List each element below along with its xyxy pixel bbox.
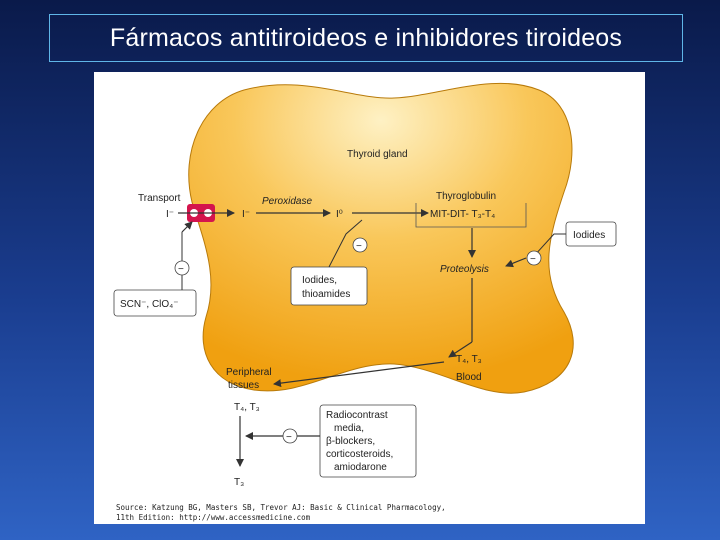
iodine-label: I⁰ [336, 209, 343, 220]
peripheral-label-line1: Peripheral [226, 367, 272, 378]
iodides-thioamides-box: Iodides, thioamides [290, 266, 368, 306]
t3-output: T₃ [234, 477, 244, 488]
thyroid-gland-shape [188, 82, 574, 394]
inhibit-badge-conversion: − [282, 428, 298, 444]
drugs-line3: β-blockers, [326, 436, 375, 447]
transport-label: Transport [138, 193, 181, 204]
iodides-box: Iodides [565, 221, 617, 247]
deiodinase-inhibitors-box: Radiocontrast media, β-blockers, cortico… [319, 404, 417, 478]
blood-label: Blood [456, 372, 482, 383]
thyroid-diagram: Thyroid gland Transport I⁻ I⁻ Peroxidase… [113, 82, 617, 522]
thyroid-diagram-panel: Thyroid gland Transport I⁻ I⁻ Peroxidase… [94, 72, 645, 524]
slide-title-text: Fármacos antitiroideos e inhibidores tir… [109, 23, 623, 52]
drugs-line5: amiodarone [334, 462, 387, 473]
scn-perchlorate-box: SCN⁻, ClO₄⁻ [113, 289, 197, 317]
iodides-box-label: Iodides [573, 230, 605, 241]
peroxidase-label: Peroxidase [262, 196, 312, 207]
thyroglobulin-formula: MIT-DIT- T₃-T₄ [430, 209, 495, 220]
inhibit-badge-transport: − [174, 260, 190, 276]
inhibit-symbol-transport: − [178, 264, 184, 275]
thioamides-inhibit-line [328, 219, 363, 268]
thyroglobulin-label: Thyroglobulin [436, 191, 496, 202]
drugs-line2: media, [334, 423, 364, 434]
source-citation-line2: 11th Edition: http://www.accessmedicine.… [116, 513, 311, 522]
peripheral-label-line2: tissues [228, 380, 259, 391]
iodides-inhibit-line [533, 233, 566, 257]
thyroglobulin-bracket [415, 203, 527, 228]
inhibit-badge-proteolysis: − [526, 250, 542, 266]
iodide-ion-outer: I⁻ [166, 209, 174, 220]
tissue-hormones: T₄, T₃ [234, 402, 260, 413]
iodides-thioamides-line2: thioamides [302, 289, 350, 300]
iodides-thioamides-line1: Iodides, [302, 275, 337, 286]
thyroid-gland-label: Thyroid gland [347, 149, 408, 160]
inhibit-symbol-conversion: − [286, 432, 292, 443]
scn-inhibit-arrow [181, 221, 193, 233]
scn-perchlorate-label: SCN⁻, ClO₄⁻ [120, 299, 179, 310]
slide-title: Fármacos antitiroideos e inhibidores tir… [49, 14, 683, 62]
drugs-line4: corticosteroids, [326, 449, 393, 460]
iodide-ion-inner: I⁻ [242, 209, 250, 220]
drugs-line1: Radiocontrast [326, 410, 388, 421]
inhibit-badge-peroxidase: − [352, 237, 368, 253]
inhibit-symbol-proteolysis: − [530, 254, 536, 265]
inhibit-symbol-peroxidase: − [356, 241, 362, 252]
blood-hormones: T₄, T₃ [456, 354, 482, 365]
circulation-arrow [273, 361, 445, 388]
source-citation-line1: Source: Katzung BG, Masters SB, Trevor A… [116, 503, 446, 512]
iodides-inhibit-arrow [505, 257, 527, 268]
proteolysis-label: Proteolysis [440, 264, 489, 275]
release-arrow [448, 341, 473, 358]
